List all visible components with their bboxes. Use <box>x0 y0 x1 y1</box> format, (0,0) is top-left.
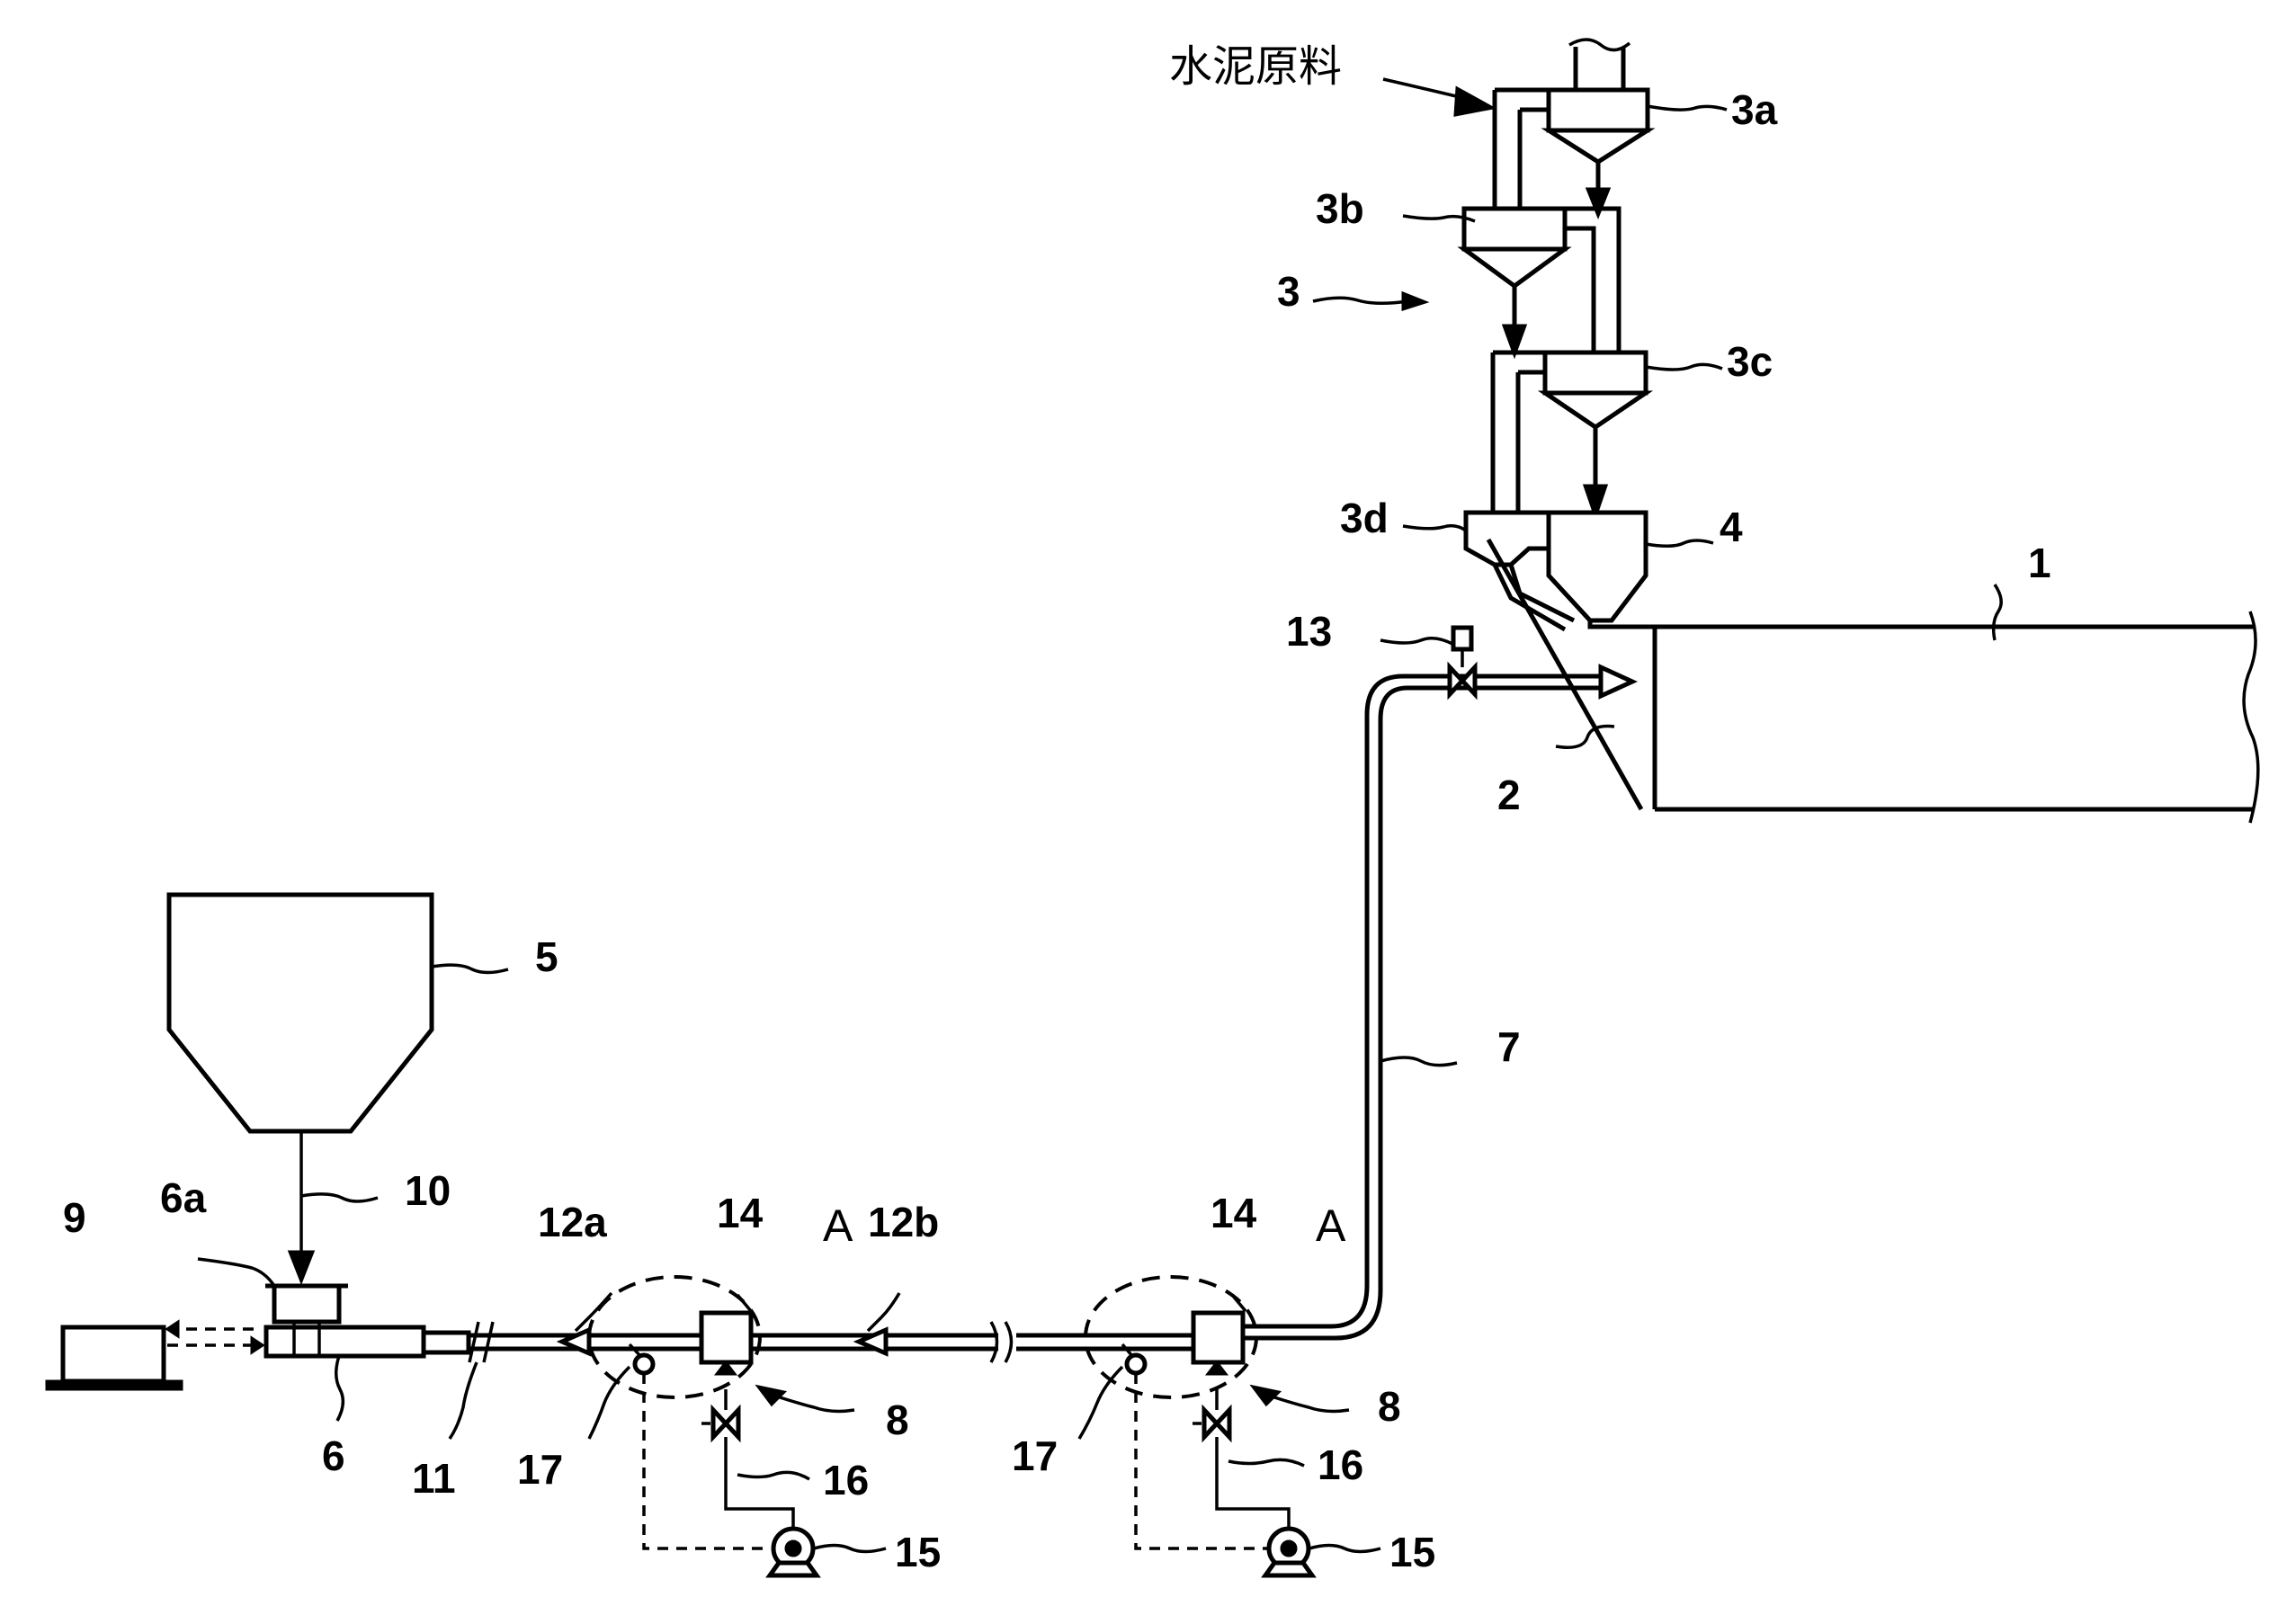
feeder-inlet-6a <box>272 1283 342 1325</box>
blower-15-right <box>1261 1526 1317 1578</box>
cyclone-3a <box>1541 87 1656 165</box>
feeder-6 <box>264 1283 471 1359</box>
label-4: 4 <box>1720 504 1743 550</box>
label-14-left: 14 <box>717 1190 764 1236</box>
label-17-right: 17 <box>1012 1432 1058 1479</box>
nozzle-12b <box>853 1326 889 1357</box>
label-3d: 3d <box>1340 495 1389 541</box>
label-11: 11 <box>412 1455 456 1502</box>
cyclone-3d <box>1463 510 1551 567</box>
label-12b: 12b <box>868 1199 939 1245</box>
label-15-right: 15 <box>1389 1529 1435 1575</box>
label-14-right: 14 <box>1211 1190 1257 1236</box>
preheater-3 <box>1457 38 1656 632</box>
booster-14-left <box>699 1310 754 1365</box>
label-8-right: 8 <box>1378 1383 1401 1430</box>
label-3: 3 <box>1277 268 1300 315</box>
label-10: 10 <box>405 1167 451 1214</box>
label-6: 6 <box>322 1432 345 1479</box>
label-16-left: 16 <box>823 1457 869 1503</box>
label-6a: 6a <box>160 1174 207 1221</box>
label-8-left: 8 <box>886 1396 909 1443</box>
label-9: 9 <box>63 1194 86 1241</box>
label-17-left: 17 <box>517 1446 563 1493</box>
label-3b: 3b <box>1316 185 1364 232</box>
label-16-right: 16 <box>1318 1441 1363 1488</box>
nozzle-12a <box>556 1326 592 1357</box>
detail-A-circle <box>1084 1275 1258 1399</box>
label-3c: 3c <box>1727 338 1773 385</box>
fuel-hopper-5 <box>166 892 434 1286</box>
label-A-left: A <box>823 1200 853 1251</box>
feed-pipe-7 <box>1228 625 1639 1341</box>
cyclone-3c <box>1537 350 1654 431</box>
booster-14-right <box>1191 1310 1246 1365</box>
kiln-inlet-4 <box>1546 510 1648 623</box>
label-2: 2 <box>1497 772 1521 818</box>
label-13: 13 <box>1286 608 1332 655</box>
booster-unit-A-left <box>587 1275 821 1578</box>
cyclone-3b <box>1457 206 1572 290</box>
raw-material-inlet <box>1382 77 1497 117</box>
label-A-right: A <box>1316 1200 1346 1251</box>
label-1: 1 <box>2028 540 2051 586</box>
blower-15-left <box>765 1526 821 1578</box>
detail-A-circle <box>587 1275 762 1399</box>
label-5: 5 <box>535 933 558 980</box>
blower-9 <box>45 1319 265 1391</box>
label-12a: 12a <box>538 1199 607 1245</box>
booster-unit-A-right <box>1084 1275 1317 1578</box>
label-raw-material: 水泥原料 <box>1169 41 1342 92</box>
valve-13 <box>1447 625 1478 700</box>
rotary-kiln-1 <box>1652 611 2260 824</box>
leader-lines <box>197 104 2003 1554</box>
label-7: 7 <box>1497 1023 1521 1070</box>
label-3a: 3a <box>1731 86 1778 133</box>
label-15-left: 15 <box>895 1529 941 1575</box>
